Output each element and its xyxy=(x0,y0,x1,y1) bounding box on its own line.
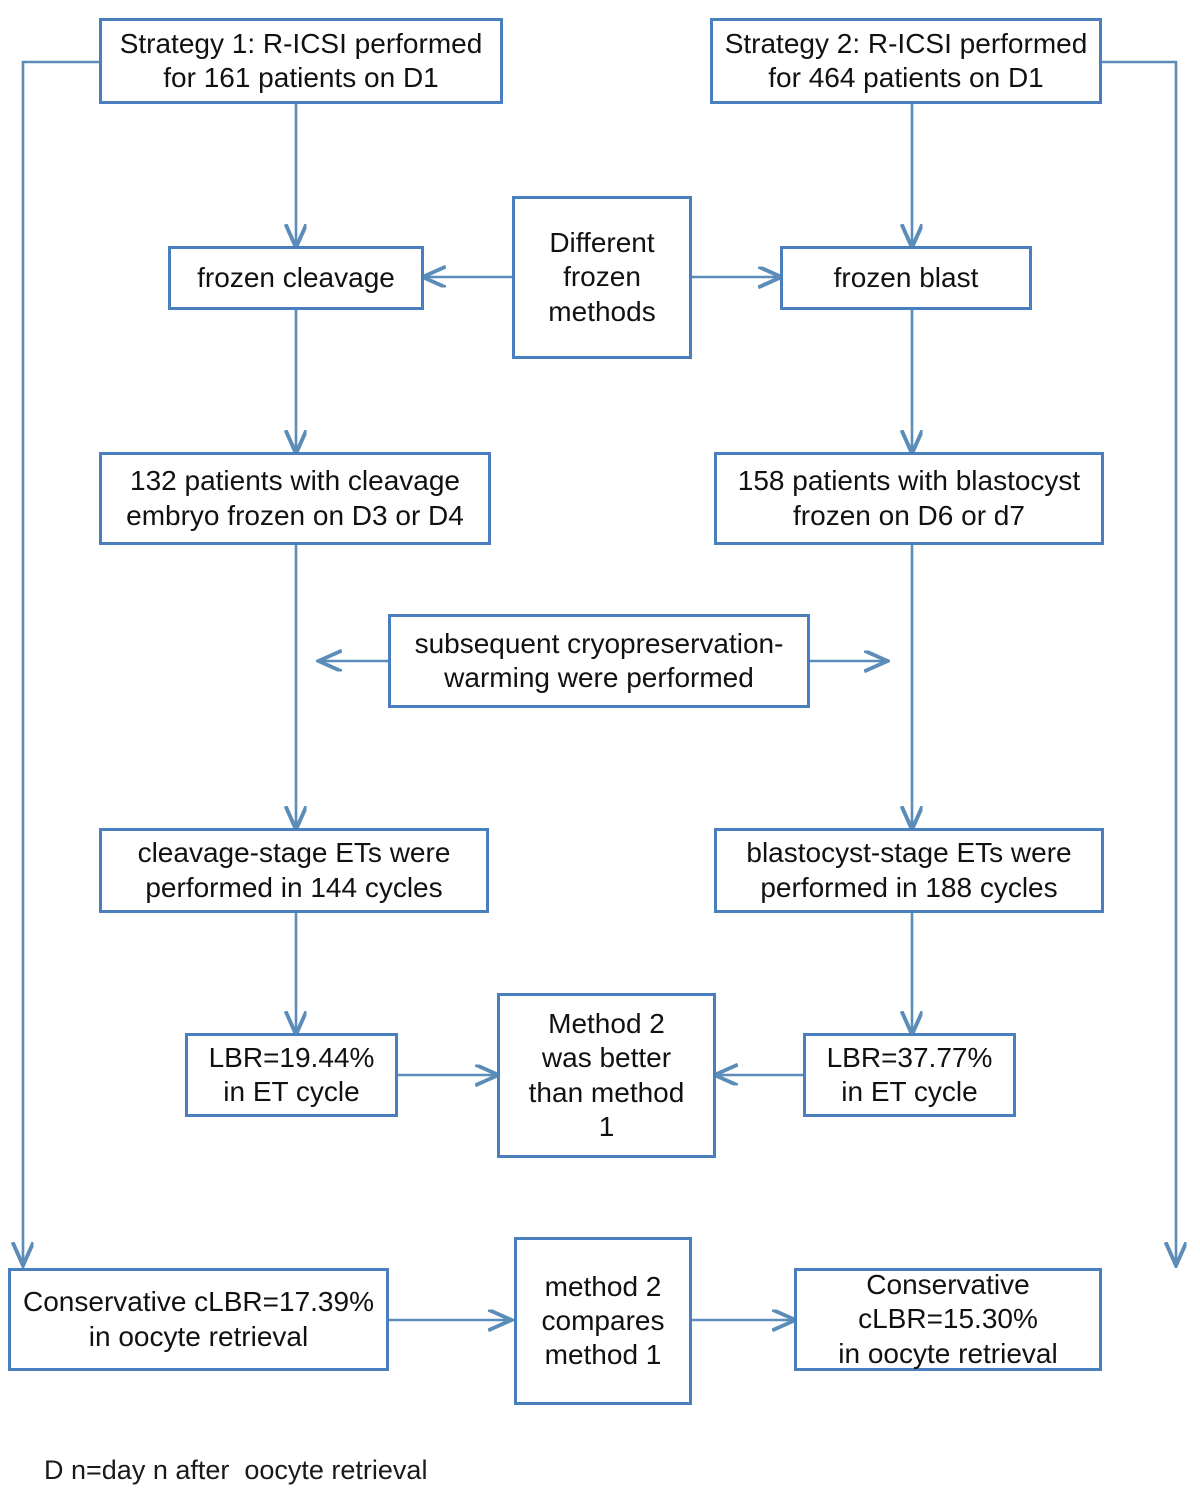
node-lbr-blastocyst-label: LBR=37.77% in ET cycle xyxy=(826,1041,993,1107)
node-strategy1[interactable]: Strategy 1: R-ICSI performed for 161 pat… xyxy=(99,18,503,104)
node-frozen-blast-label: frozen blast xyxy=(833,261,979,293)
node-patients-blastocyst[interactable]: 158 patients with blastocyst frozen on D… xyxy=(714,452,1104,545)
node-strategy2-label: Strategy 2: R-ICSI performed for 464 pat… xyxy=(724,27,1088,93)
node-cryo-warming-label: subsequent cryopreservation- warming wer… xyxy=(414,627,784,693)
node-blastocyst-ets[interactable]: blastocyst-stage ETs were performed in 1… xyxy=(714,828,1104,913)
node-strategy2[interactable]: Strategy 2: R-ICSI performed for 464 pat… xyxy=(710,18,1102,104)
node-patients-cleavage[interactable]: 132 patients with cleavage embryo frozen… xyxy=(99,452,491,545)
node-patients-blastocyst-label: 158 patients with blastocyst frozen on D… xyxy=(737,465,1081,531)
node-cleavage-ets[interactable]: cleavage-stage ETs were performed in 144… xyxy=(99,828,489,913)
node-frozen-cleavage-label: frozen cleavage xyxy=(197,261,395,293)
node-different-frozen-methods-label: Different frozen methods xyxy=(548,227,656,327)
edge-strategy1-rail-to-clbr-left xyxy=(23,60,99,1264)
node-different-frozen-methods[interactable]: Different frozen methods xyxy=(512,196,692,359)
node-clbr-right-label: Conservative cLBR=15.30% in oocyte retri… xyxy=(838,1269,1058,1369)
node-clbr-left[interactable]: Conservative cLBR=17.39% in oocyte retri… xyxy=(8,1268,389,1371)
node-patients-cleavage-label: 132 patients with cleavage embryo frozen… xyxy=(126,465,464,531)
node-frozen-cleavage[interactable]: frozen cleavage xyxy=(168,246,424,310)
node-lbr-cleavage[interactable]: LBR=19.44% in ET cycle xyxy=(185,1033,398,1117)
node-strategy1-label: Strategy 1: R-ICSI performed for 161 pat… xyxy=(119,27,483,93)
node-lbr-cleavage-label: LBR=19.44% in ET cycle xyxy=(208,1041,375,1107)
node-cryo-warming[interactable]: subsequent cryopreservation- warming wer… xyxy=(388,614,810,708)
node-clbr-right[interactable]: Conservative cLBR=15.30% in oocyte retri… xyxy=(794,1268,1102,1371)
node-method-compare-bottom[interactable]: method 2 compares method 1 xyxy=(514,1237,692,1405)
node-method-comparison-better[interactable]: Method 2 was better than method 1 xyxy=(497,993,716,1158)
edge-strategy2-rail-to-clbr-right xyxy=(1102,60,1176,1264)
footnote-legend: D n=day n after oocyte retrieval xyxy=(44,1455,428,1485)
node-frozen-blast[interactable]: frozen blast xyxy=(780,246,1032,310)
node-blastocyst-ets-label: blastocyst-stage ETs were performed in 1… xyxy=(746,837,1072,903)
node-lbr-blastocyst[interactable]: LBR=37.77% in ET cycle xyxy=(803,1033,1016,1117)
node-cleavage-ets-label: cleavage-stage ETs were performed in 144… xyxy=(137,837,451,903)
node-method-comparison-better-label: Method 2 was better than method 1 xyxy=(528,1008,685,1142)
node-method-compare-bottom-label: method 2 compares method 1 xyxy=(541,1270,665,1371)
node-clbr-left-label: Conservative cLBR=17.39% in oocyte retri… xyxy=(23,1286,374,1352)
